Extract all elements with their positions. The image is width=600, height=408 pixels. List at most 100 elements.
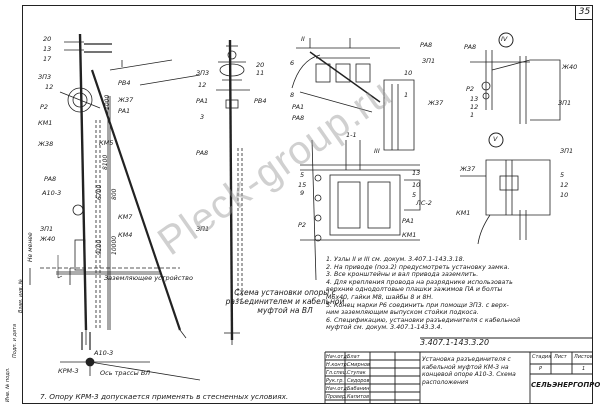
stage-val-1: Р [539, 366, 543, 372]
role-4: Рук.гр. [326, 378, 344, 384]
note-4a: 4. Для крепления провода на разряднике и… [326, 278, 513, 286]
view2-title: II [301, 35, 305, 43]
left-label-20: 20 [43, 35, 52, 43]
view3-title: III [374, 147, 380, 155]
view3-label-p2: P2 [298, 221, 307, 229]
name-1: Блат [347, 354, 360, 360]
left-label-zh37: Ж37 [118, 96, 134, 104]
left-label-12: 12 [45, 83, 54, 91]
view2-label-8: 8 [290, 91, 295, 99]
view5-label-5: 5 [560, 171, 565, 179]
note-7: 7. Опору КРМ-3 допускается применять в с… [40, 392, 289, 401]
role-2: Н.контр. [326, 362, 349, 368]
view3-label-5a: 5 [300, 171, 305, 179]
dim-1000: 1000 [104, 94, 111, 110]
view3-label-ra1: PA1 [402, 217, 415, 225]
center-label-ra1: PA1 [196, 97, 209, 105]
note-4c: М6х40, гайки М8, шайбы 8 и 8Н. [326, 293, 434, 301]
note-1: 1. Узлы II и III см. докум. 3.407.1-143.… [326, 256, 465, 263]
note-6a: 6. Спецификацию, установки разъединителя… [326, 316, 521, 324]
view4-label-zp1: ЗП1 [558, 99, 572, 107]
dim-10000: 10000 [111, 235, 118, 255]
left-label-13: 13 [43, 45, 52, 53]
view3-section: 1-1 [346, 131, 357, 139]
view-4-drawing [470, 32, 561, 124]
note-5b: ним заземляющим выпуском стойки подкоса. [326, 309, 479, 317]
title-block-lines [324, 337, 593, 404]
left-label-ra8: PA8 [44, 175, 57, 183]
view4-title: IV [501, 35, 508, 43]
view2-label-zh37: Ж37 [428, 99, 444, 107]
view4-label-p2: P2 [466, 85, 475, 93]
view2-label-zp1: ЗП1 [422, 57, 436, 65]
view3-label-km1: КМ1 [402, 231, 417, 239]
view3-label-10: 10 [412, 181, 421, 189]
view4-label-ra8: PA8 [464, 43, 477, 51]
left-label-ra1: PA1 [118, 107, 131, 115]
left-label-km1: КМ1 [38, 119, 53, 127]
left-label-17: 17 [43, 55, 52, 63]
left-label-a10-3: A10-3 [42, 189, 62, 197]
center-label-12: 12 [198, 81, 207, 89]
document-code: 3.407.1-143.3.20 [420, 338, 490, 347]
view4-label-zh40: Ж40 [562, 63, 578, 71]
view2-label-ra1: PA1 [292, 103, 305, 111]
view-2-drawing [291, 38, 415, 151]
view3-label-ls2: ЛС-2 [416, 199, 432, 207]
role-1: Нач.отд. [326, 354, 349, 360]
view-3-drawing [300, 139, 421, 281]
left-label-zh40: Ж40 [40, 235, 56, 243]
drawing-frame [22, 5, 593, 404]
view5-label-12: 12 [560, 181, 569, 189]
name-2: Смирнов [347, 362, 370, 368]
dim-9100: 9100 [96, 239, 103, 255]
left-label-zp3: ЗП3 [38, 73, 52, 81]
left-label-rv4: PB4 [118, 79, 131, 87]
stage-hdr-3: Листов [574, 354, 593, 360]
center-label-20: 20 [256, 61, 265, 69]
notes-list: 1. Узлы II и III см. докум. 3.407.1-143.… [326, 256, 590, 332]
view2-label-ra8-a: PA8 [292, 114, 305, 122]
view5-label-km1: КМ1 [456, 209, 471, 217]
dim-6700: 6700 [96, 184, 103, 200]
dim-800: 800 [111, 188, 118, 200]
note-6b: муфтой см. докум. 3.407.1-143.3.4. [326, 324, 443, 332]
left-label-zh38: Ж38 [38, 140, 54, 148]
stage-val-3: 1 [582, 366, 586, 372]
detail-label-krm3: КРМ-3 [58, 367, 79, 375]
role-3: Гл.спец. [326, 370, 348, 376]
view4-label-13: 13 [470, 95, 479, 103]
view2-label-1: 1 [404, 91, 409, 99]
view3-label-15: 15 [298, 181, 307, 189]
note-5a: 5. Конец марки Р6 соединить при помощи З… [326, 301, 509, 309]
left-label-min: Не менее [27, 232, 34, 262]
organization-name: СЕЛЬЭНЕРГОПРОЕКТ [531, 381, 600, 389]
center-label-rv4: PB4 [254, 97, 267, 105]
view2-label-ra8-b: PA8 [420, 41, 433, 49]
view5-label-zp1: ЗП1 [560, 147, 574, 155]
bottom-detail-drawing [60, 357, 201, 381]
left-label-km7: КМ7 [118, 213, 133, 221]
view5-label-zh37: Ж37 [460, 165, 476, 173]
left-pole-drawing [29, 33, 201, 350]
name-3: Ступак [347, 370, 366, 376]
stage-hdr-1: Стадия [532, 354, 552, 360]
view-5-drawing [460, 132, 551, 245]
title-block: Нач.отд. Н.контр. Гл.спец. Рук.гр. Нач.о… [325, 352, 593, 404]
role-6: Провер. [326, 394, 347, 400]
center-label-zp1: ЗП1 [196, 225, 210, 233]
page-number: 35 [575, 5, 593, 20]
view4-label-12: 12 [470, 103, 479, 111]
left-label-km4: КМ4 [118, 231, 133, 239]
name-4: Сидоров [347, 378, 370, 384]
detail-label-a10-3: А10-3 [94, 349, 114, 357]
sheet-title: Установка разъединителя с кабельной муфт… [422, 356, 516, 386]
view2-label-6: 6 [290, 59, 295, 67]
center-label-ra8: PA8 [196, 149, 209, 157]
dim-8100: 8100 [102, 154, 109, 170]
view5-title: V [493, 135, 498, 143]
name-5: Бабанин [347, 386, 370, 392]
note-2: 2. На приводе (поз.2) предусмотреть уста… [326, 263, 510, 271]
